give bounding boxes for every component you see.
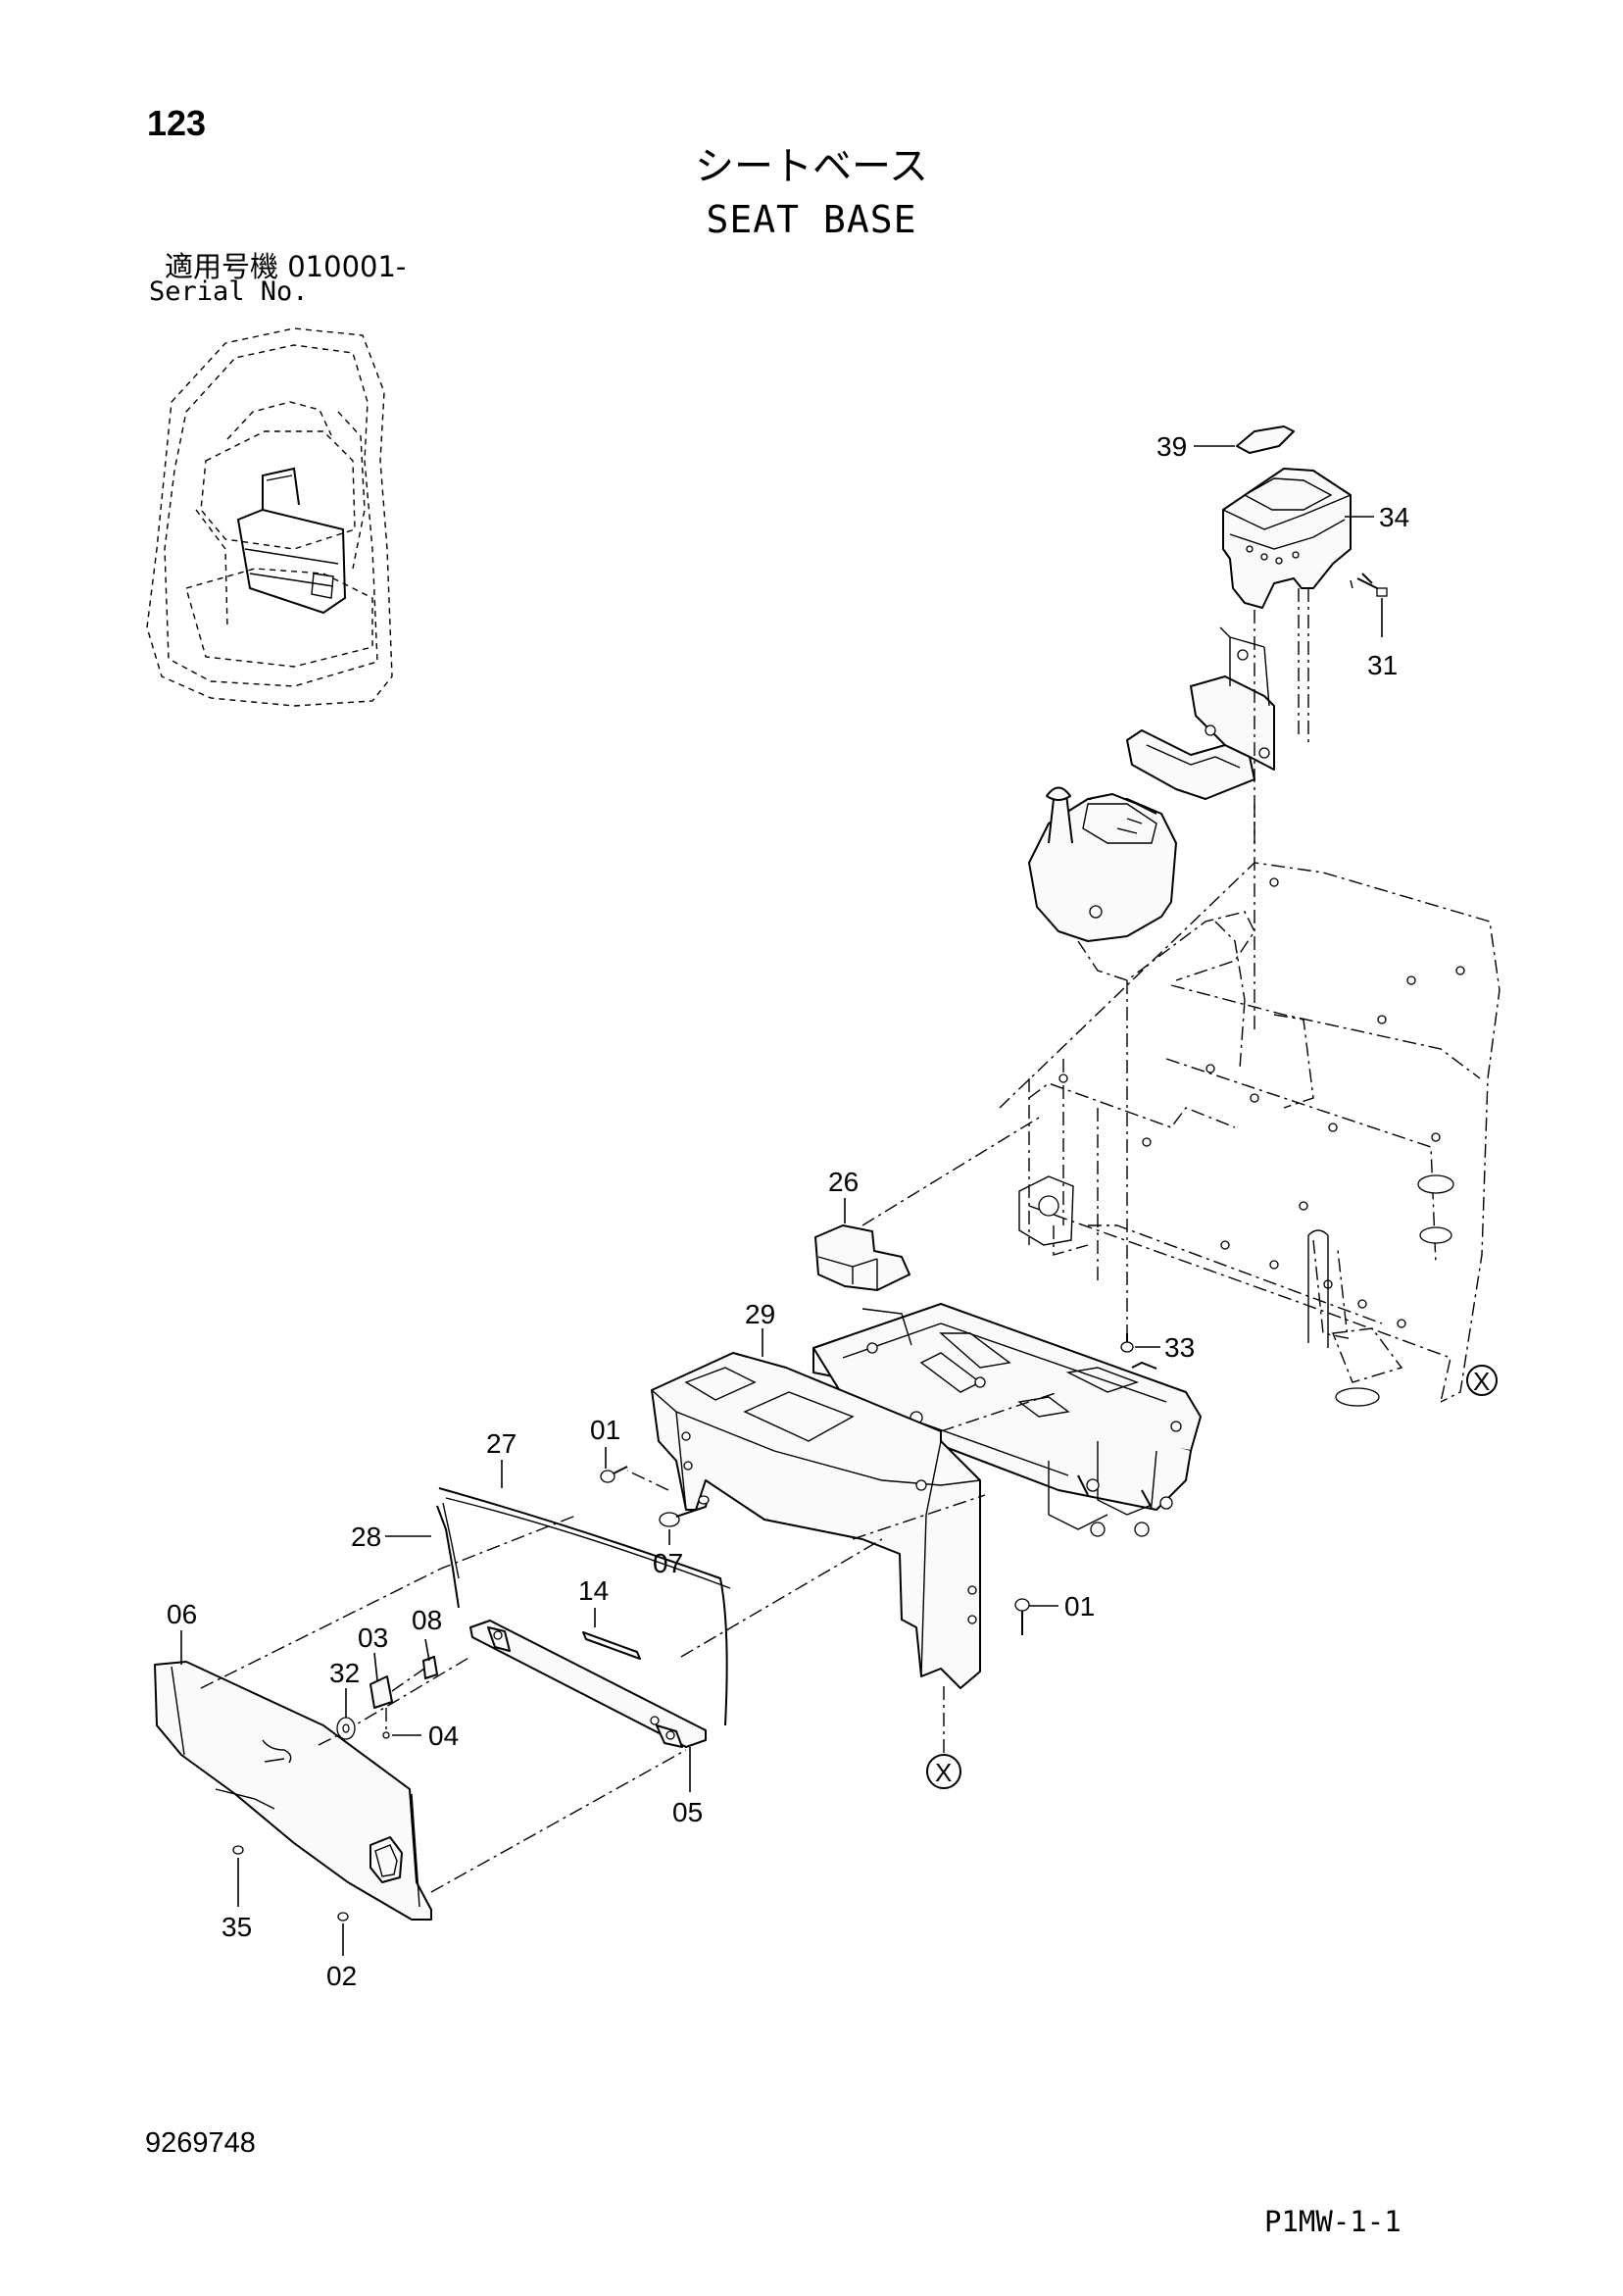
reference-mark-right: X xyxy=(1466,1365,1498,1396)
seat-base-frame-outline xyxy=(999,862,1500,1403)
serial-label-english: Serial No. xyxy=(149,276,309,307)
base-rail-assembly xyxy=(812,1303,1202,1537)
washer-32-part xyxy=(336,1717,356,1740)
callout-27: 27 xyxy=(486,1428,516,1459)
callout-26: 26 xyxy=(828,1167,859,1197)
callout-leader-lines xyxy=(180,445,1383,1956)
seal-28-part xyxy=(436,1505,460,1609)
callout-34: 34 xyxy=(1379,502,1409,532)
strip-14-part xyxy=(582,1631,641,1660)
bolt-01-left-part xyxy=(600,1466,628,1483)
page-title-english: SEAT BASE xyxy=(706,198,917,241)
seat-post-rod xyxy=(1307,1229,1329,1348)
bolt-33-part xyxy=(1120,1333,1134,1353)
page-number: 123 xyxy=(147,103,207,143)
seal-27-edge xyxy=(445,1497,731,1589)
frame-side-bracket xyxy=(1018,1175,1074,1246)
latch-03-part xyxy=(369,1675,393,1709)
seal-27-part xyxy=(438,1487,728,1726)
callout-labels: 39 34 31 26 29 33 01 27 28 07 14 06 03 0… xyxy=(167,431,1409,1991)
pad-26-part xyxy=(814,1224,910,1291)
callout-14: 14 xyxy=(578,1575,609,1606)
svg-text:X: X xyxy=(1473,1367,1490,1396)
svg-text:X: X xyxy=(935,1758,952,1787)
page-code: P1MW-1-1 xyxy=(1264,2205,1402,2238)
callout-06: 06 xyxy=(167,1599,197,1629)
screw-02-part xyxy=(337,1912,349,1922)
callout-31: 31 xyxy=(1367,650,1398,680)
callout-28: 28 xyxy=(351,1522,381,1552)
cab-location-thumbnail xyxy=(146,327,393,707)
frame-mounting-holes xyxy=(1058,877,1465,1407)
callout-03: 03 xyxy=(358,1622,388,1653)
control-lever-console xyxy=(1028,786,1177,942)
callout-29: 29 xyxy=(745,1299,775,1329)
callout-07: 07 xyxy=(653,1548,683,1578)
page-title-japanese: シートベース xyxy=(695,144,928,189)
callout-32: 32 xyxy=(329,1658,360,1688)
reference-mark-center: X xyxy=(926,1754,961,1789)
screw-35-part xyxy=(232,1845,244,1855)
callout-02: 02 xyxy=(326,1961,357,1991)
bolt-01-right-part xyxy=(1014,1598,1030,1635)
alignment-line-pad-26 xyxy=(861,1117,1040,1226)
document-number: 9269748 xyxy=(145,2127,256,2159)
callout-39: 39 xyxy=(1156,431,1187,462)
alignment-line-cover-06 xyxy=(200,1514,883,1893)
panel-29-part xyxy=(651,1352,981,1689)
callout-05: 05 xyxy=(672,1797,703,1827)
callout-35: 35 xyxy=(221,1912,252,1942)
alignment-line-panel-29 xyxy=(626,1391,1059,1755)
callout-01-right: 01 xyxy=(1064,1591,1095,1622)
callout-08: 08 xyxy=(412,1605,442,1635)
serial-label-japanese: 適用号機 010001- xyxy=(165,250,407,283)
screw-04-part xyxy=(382,1731,390,1739)
bolt-07-part xyxy=(659,1495,710,1527)
callout-01-left: 01 xyxy=(590,1415,620,1445)
pad-39-part xyxy=(1236,425,1295,454)
bolt-31-part xyxy=(1350,573,1388,597)
callout-04: 04 xyxy=(428,1721,459,1751)
cover-34-part xyxy=(1222,468,1352,609)
alignment-line-latch xyxy=(391,1668,425,1692)
bracket-05-part xyxy=(469,1620,707,1748)
seal-28-edge xyxy=(442,1502,460,1579)
striker-08-part xyxy=(422,1656,438,1679)
lever-mount-bracket xyxy=(1126,626,1275,800)
callout-33: 33 xyxy=(1164,1332,1195,1363)
